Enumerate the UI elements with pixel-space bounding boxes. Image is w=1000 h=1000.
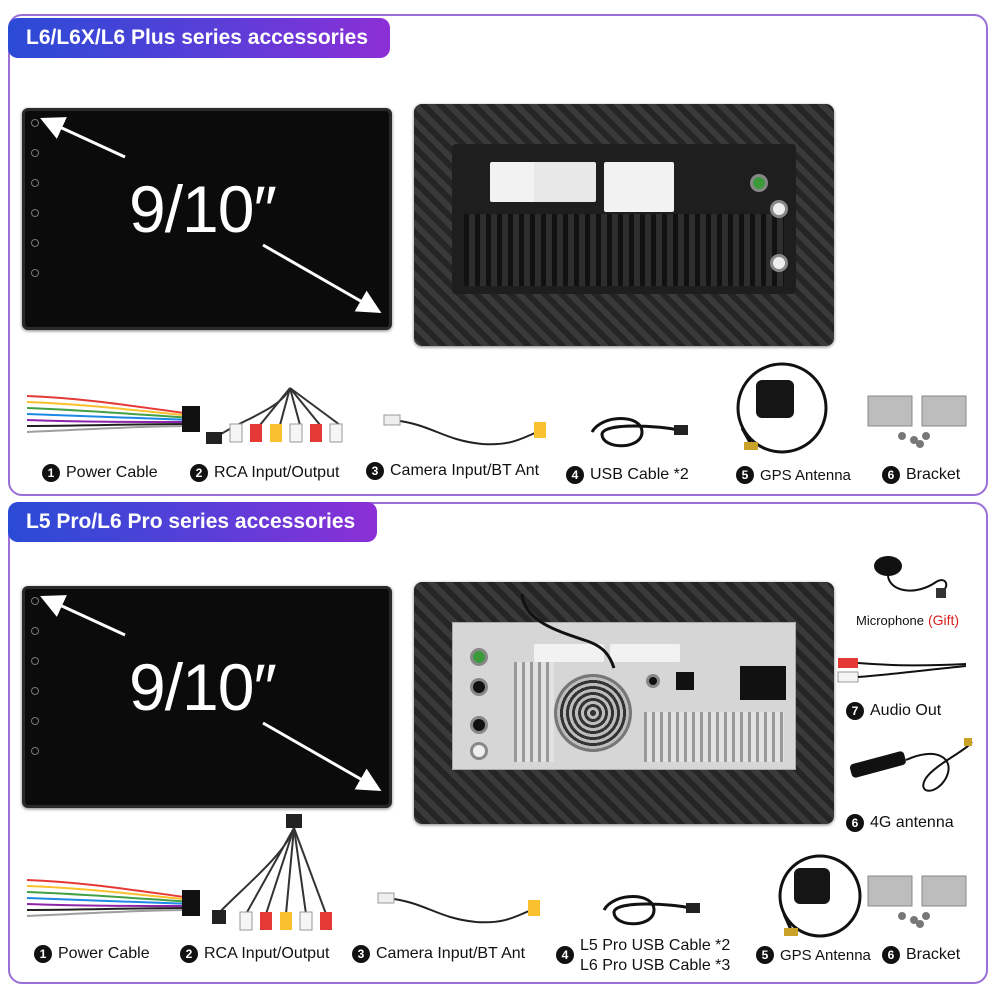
- mic-icon: [31, 119, 39, 127]
- cable-icon: [520, 593, 616, 669]
- bracket-image: [867, 875, 967, 928]
- number-badge: 6: [846, 814, 864, 832]
- back-icon: [31, 687, 39, 695]
- caption-usb: 4: [556, 946, 580, 964]
- bezel-buttons: [31, 597, 43, 757]
- bracket-image: [867, 395, 967, 448]
- volume-down-icon: [31, 269, 39, 277]
- caption-bracket: 6 Bracket: [882, 946, 960, 964]
- head-unit-back-panel: [414, 104, 834, 346]
- connector-block: [610, 644, 680, 662]
- heatsink-fins: [644, 712, 784, 762]
- diagonal-arrow-icon: [40, 595, 382, 791]
- caption-camera: 3 Camera Input/BT Ant: [366, 462, 539, 480]
- number-badge: 2: [190, 464, 208, 482]
- number-badge: 4: [556, 946, 574, 964]
- caption-microphone: Microphone (Gift): [856, 612, 960, 628]
- spec-label: [534, 162, 596, 202]
- audio-jack-icon: [646, 674, 660, 688]
- number-badge: 5: [756, 946, 774, 964]
- connector-block: [740, 666, 786, 700]
- 4g-port-icon: [770, 254, 788, 272]
- radio-port-icon: [750, 174, 768, 192]
- screen-size-label: 9/10″: [129, 172, 277, 246]
- caption-gps: 5 GPS Antenna: [756, 946, 871, 964]
- caption-gps: 5 GPS Antenna: [736, 466, 851, 484]
- heatsink-fins: [514, 662, 554, 762]
- caption-bracket: 6 Bracket: [882, 466, 960, 484]
- bezel-buttons: [31, 119, 43, 279]
- number-badge: 1: [42, 464, 60, 482]
- optical-port-icon: [676, 672, 694, 690]
- caption-power-cable: 1 Power Cable: [42, 464, 158, 482]
- power-cable-image: [26, 395, 200, 433]
- number-badge: 2: [180, 945, 198, 963]
- caption-usb: 4 USB Cable *2: [566, 466, 689, 484]
- head-unit-screen: 9/10″: [22, 108, 392, 330]
- caption-audio-out: 7 Audio Out: [846, 702, 941, 720]
- number-badge: 3: [366, 462, 384, 480]
- power-cable-image: [26, 879, 200, 917]
- gps-port-icon: [770, 200, 788, 218]
- back-icon: [31, 209, 39, 217]
- number-badge: 7: [846, 702, 864, 720]
- caption-rca: 2 RCA Input/Output: [180, 945, 329, 963]
- caption-4g-antenna: 6 4G antenna: [846, 814, 954, 832]
- diagonal-arrow-icon: [40, 117, 382, 313]
- head-unit-back-panel: [414, 582, 834, 824]
- mic-icon: [31, 597, 39, 605]
- audio-out-cable-image: [837, 658, 967, 683]
- home-icon: [31, 657, 39, 665]
- power-icon: [31, 149, 39, 157]
- gps-antenna-image: [736, 362, 828, 454]
- volume-up-icon: [31, 239, 39, 247]
- camera-cable-image: [383, 414, 546, 446]
- gps-port-icon: [470, 678, 488, 696]
- cooling-fan-icon: [554, 674, 632, 752]
- rca-cable-image: [212, 814, 332, 931]
- connector-block: [534, 644, 604, 662]
- caption-power-cable: 1 Power Cable: [34, 945, 150, 963]
- radio-port-icon: [470, 648, 488, 666]
- caption-usb-lines: L5 Pro USB Cable *2 L6 Pro USB Cable *3: [580, 937, 731, 974]
- mic-port-icon: [470, 742, 488, 760]
- head-unit-screen: 9/10″: [22, 586, 392, 808]
- number-badge: 6: [882, 466, 900, 484]
- power-icon: [31, 627, 39, 635]
- usb-cable-image: [602, 895, 700, 926]
- number-badge: 5: [736, 466, 754, 484]
- microphone-image: [874, 556, 948, 598]
- number-badge: 4: [566, 466, 584, 484]
- volume-down-icon: [31, 747, 39, 755]
- caption-camera: 3 Camera Input/BT Ant: [352, 945, 525, 963]
- section-title-banner: L6/L6X/L6 Plus series accessories: [8, 18, 391, 58]
- gps-antenna-image: [778, 854, 862, 938]
- connector-block: [604, 162, 674, 212]
- section-title-banner: L5 Pro/L6 Pro series accessories: [8, 502, 378, 542]
- screen-size-label: 9/10″: [129, 650, 277, 724]
- camera-cable-image: [377, 892, 540, 924]
- heatsink-fins: [464, 214, 784, 286]
- usb-cable-image: [590, 417, 688, 448]
- 4g-port-icon: [470, 716, 488, 734]
- 4g-antenna-image: [849, 738, 973, 792]
- rca-cable-image: [206, 387, 343, 444]
- home-icon: [31, 179, 39, 187]
- volume-up-icon: [31, 717, 39, 725]
- number-badge: 1: [34, 945, 52, 963]
- caption-rca: 2 RCA Input/Output: [190, 464, 339, 482]
- number-badge: 3: [352, 945, 370, 963]
- number-badge: 6: [882, 946, 900, 964]
